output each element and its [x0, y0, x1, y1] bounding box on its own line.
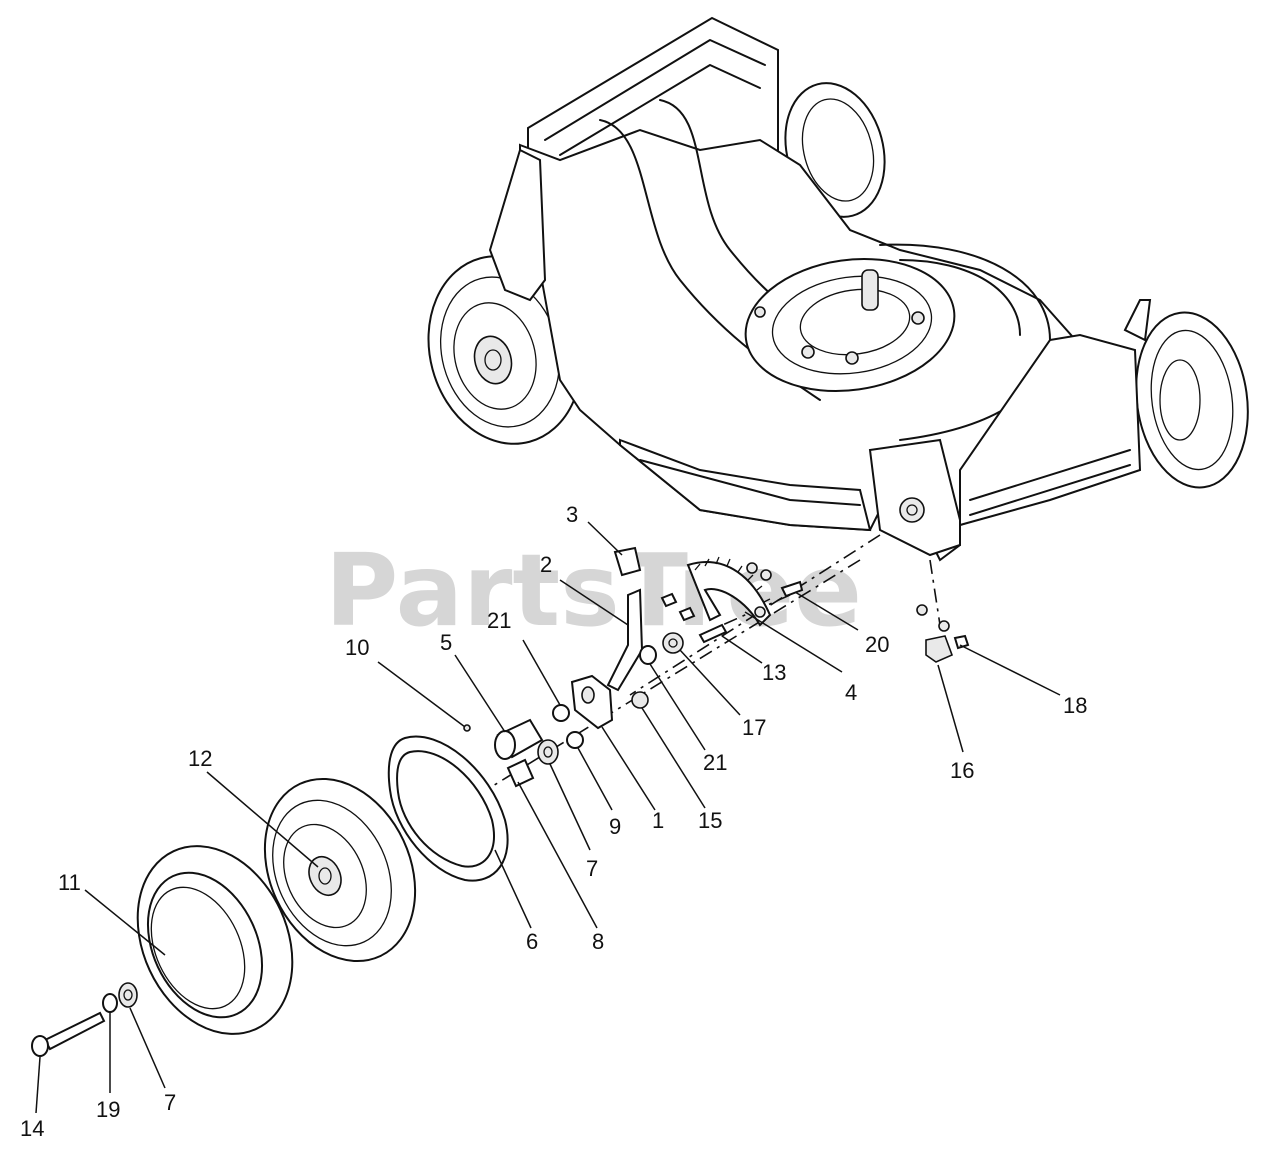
part-21-spacer-b: [552, 704, 570, 722]
callout-6: 6: [526, 929, 538, 954]
callout-leaders: [35, 521, 1061, 1114]
callout-14: 14: [20, 1116, 44, 1141]
callout-9: 9: [609, 814, 621, 839]
part-17-washer: [662, 632, 684, 654]
part-11-tire: [136, 845, 294, 1035]
part-8-spacer: [506, 758, 535, 788]
height-adjuster-assembly: [463, 546, 970, 788]
callout-17: 17: [742, 715, 766, 740]
callout-19: 19: [96, 1097, 120, 1122]
part-21-spacer-a: [639, 645, 657, 665]
callout-3: 3: [566, 502, 578, 527]
callout-7: 7: [586, 856, 598, 881]
callout-2: 2: [540, 552, 552, 577]
part-19-washer: [102, 993, 118, 1013]
callout-1: 1: [652, 808, 664, 833]
callout-16: 16: [950, 758, 974, 783]
callout-21-lower: 21: [703, 750, 727, 775]
callout-13: 13: [762, 660, 786, 685]
callout-21: 21: [487, 608, 511, 633]
wheel-parts: [31, 735, 509, 1057]
part-16-nut: [925, 635, 954, 663]
part-12-wheel: [263, 777, 417, 963]
part-15-nut: [631, 691, 649, 709]
mower-deck: [427, 16, 1249, 562]
part-7-bearing-a: [537, 739, 559, 765]
part-6-ring: [387, 735, 509, 882]
callout-11: 11: [58, 870, 81, 895]
watermark: PartsTree: [325, 532, 862, 649]
part-18-screw: [953, 634, 970, 650]
callout-20: 20: [865, 632, 889, 657]
part-4-sector: [686, 561, 772, 627]
part-9-spacer: [566, 731, 584, 749]
part-7-bearing-b: [118, 982, 138, 1008]
callout-15: 15: [698, 808, 722, 833]
callout-18: 18: [1063, 693, 1087, 718]
callout-7-outer: 7: [164, 1090, 176, 1115]
part-13-pin: [698, 623, 728, 644]
callout-10: 10: [345, 635, 369, 660]
part-2-lever: [606, 588, 644, 692]
callout-12: 12: [188, 746, 212, 771]
callout-8: 8: [592, 929, 604, 954]
part-10-pin: [463, 724, 471, 732]
part-20-pin: [780, 580, 804, 598]
callout-labels: 3 2 21 10 5 20 13 4 18 17 21 16 12 9 1 1…: [20, 502, 1087, 1141]
callout-4: 4: [845, 680, 857, 705]
callout-5: 5: [440, 630, 452, 655]
front-right-wheel: [1135, 311, 1249, 489]
part-14-bolt: [43, 1011, 106, 1051]
